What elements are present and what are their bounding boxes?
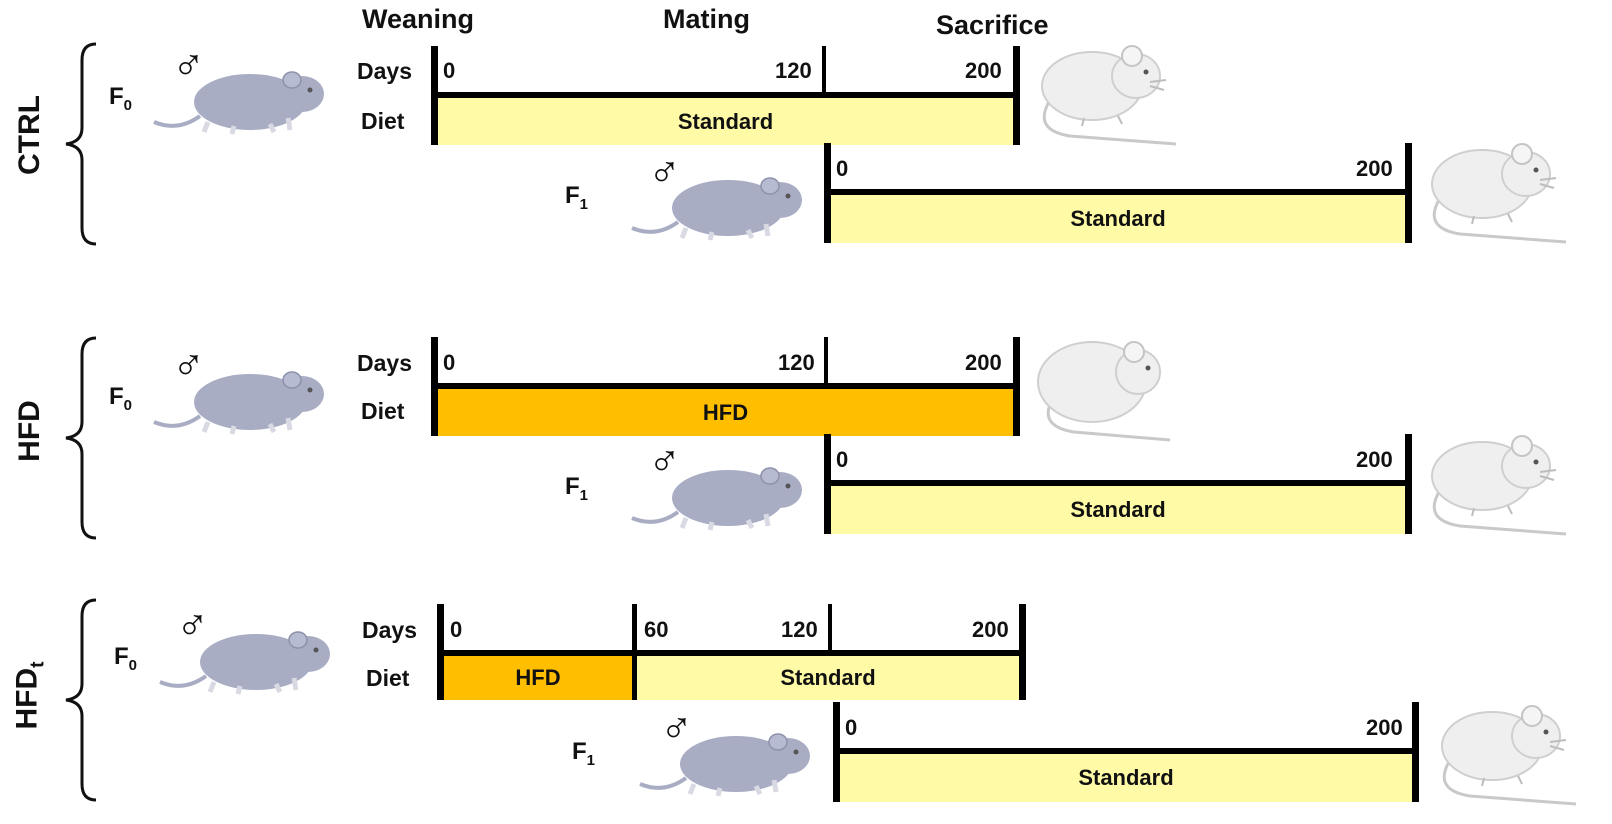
timeline-axis <box>833 748 1419 754</box>
male-symbol-icon: ♂ <box>176 599 209 648</box>
tick-label: 0 <box>845 715 858 740</box>
timeline-axis <box>437 650 1026 656</box>
gen-label-ctrl-f0: F0 <box>109 83 133 114</box>
tick-label: 0 <box>443 350 456 375</box>
male-symbol-icon: ♂ <box>172 39 205 88</box>
timeline-axis <box>431 92 1020 98</box>
brace-hfd <box>65 336 97 540</box>
tick-label: 0 <box>443 58 456 83</box>
timeline-mating-marker <box>822 46 826 96</box>
timeline-mating-marker <box>824 337 828 387</box>
diet-bar-standard: Standard <box>831 486 1405 534</box>
tick-label: 200 <box>965 350 1002 375</box>
white-mouse-icon <box>1037 341 1171 442</box>
diet-bar-standard: Standard <box>438 98 1013 145</box>
tick-label: 200 <box>1356 447 1393 472</box>
gen-label-hfd-f1: F1 <box>565 473 589 504</box>
timeline-axis <box>431 383 1020 389</box>
tick-label: 200 <box>1356 156 1393 181</box>
header-mating: Mating <box>663 4 750 34</box>
timeline-axis <box>824 480 1412 486</box>
white-mouse-icon <box>1431 143 1567 244</box>
row-label-days: Days <box>357 58 412 84</box>
tick-label: 0 <box>836 447 849 472</box>
gen-label-hfd-f0: F0 <box>109 383 133 414</box>
tick-label: 200 <box>972 617 1009 642</box>
brace-ctrl <box>65 42 97 246</box>
group-label-ctrl: CTRL <box>13 95 46 175</box>
row-label-diet: Diet <box>361 108 405 134</box>
gen-label-hfdt-f1: F1 <box>572 738 596 769</box>
diet-bar-hfd: HFD <box>444 656 632 700</box>
tick-label: 120 <box>781 617 818 642</box>
group-label-hfd: HFD <box>13 400 46 462</box>
grey-mouse-icon <box>159 631 330 695</box>
male-symbol-icon: ♂ <box>660 702 693 751</box>
row-label-days: Days <box>357 350 412 376</box>
diet-bar-standard: Standard <box>831 195 1405 243</box>
row-label-diet: Diet <box>366 665 410 691</box>
male-symbol-icon: ♂ <box>172 339 205 388</box>
brace-hfdt <box>65 598 97 802</box>
diet-bar-standard: Standard <box>840 754 1412 802</box>
white-mouse-icon <box>1441 705 1577 806</box>
header-sacrifice: Sacrifice <box>936 10 1049 40</box>
timeline-axis <box>824 189 1412 195</box>
male-symbol-icon: ♂ <box>648 435 681 484</box>
grey-mouse-icon <box>631 467 802 531</box>
tick-label: 120 <box>775 58 812 83</box>
gen-label-ctrl-f1: F1 <box>565 182 589 213</box>
row-label-days: Days <box>362 617 417 643</box>
grey-mouse-icon <box>153 71 324 135</box>
tick-label: 200 <box>1366 715 1403 740</box>
grey-mouse-icon <box>631 177 802 241</box>
white-mouse-icon <box>1431 435 1567 536</box>
row-label-diet: Diet <box>361 398 405 424</box>
grey-mouse-icon <box>153 371 324 435</box>
timeline-mating-marker <box>828 604 832 652</box>
tick-label: 0 <box>450 617 463 642</box>
gen-label-hfdt-f0: F0 <box>114 643 138 674</box>
tick-label: 120 <box>778 350 815 375</box>
diet-bar-standard: Standard <box>637 656 1019 700</box>
grey-mouse-icon <box>639 733 810 797</box>
diet-bar-hfd: HFD <box>438 389 1013 436</box>
tick-label: 0 <box>836 156 849 181</box>
tick-label: 60 <box>644 617 669 642</box>
header-weaning: Weaning <box>362 4 475 34</box>
tick-label: 200 <box>965 58 1002 83</box>
white-mouse-icon <box>1041 45 1177 146</box>
male-symbol-icon: ♂ <box>648 146 681 195</box>
group-label-hfdt: HFDt <box>10 661 49 730</box>
